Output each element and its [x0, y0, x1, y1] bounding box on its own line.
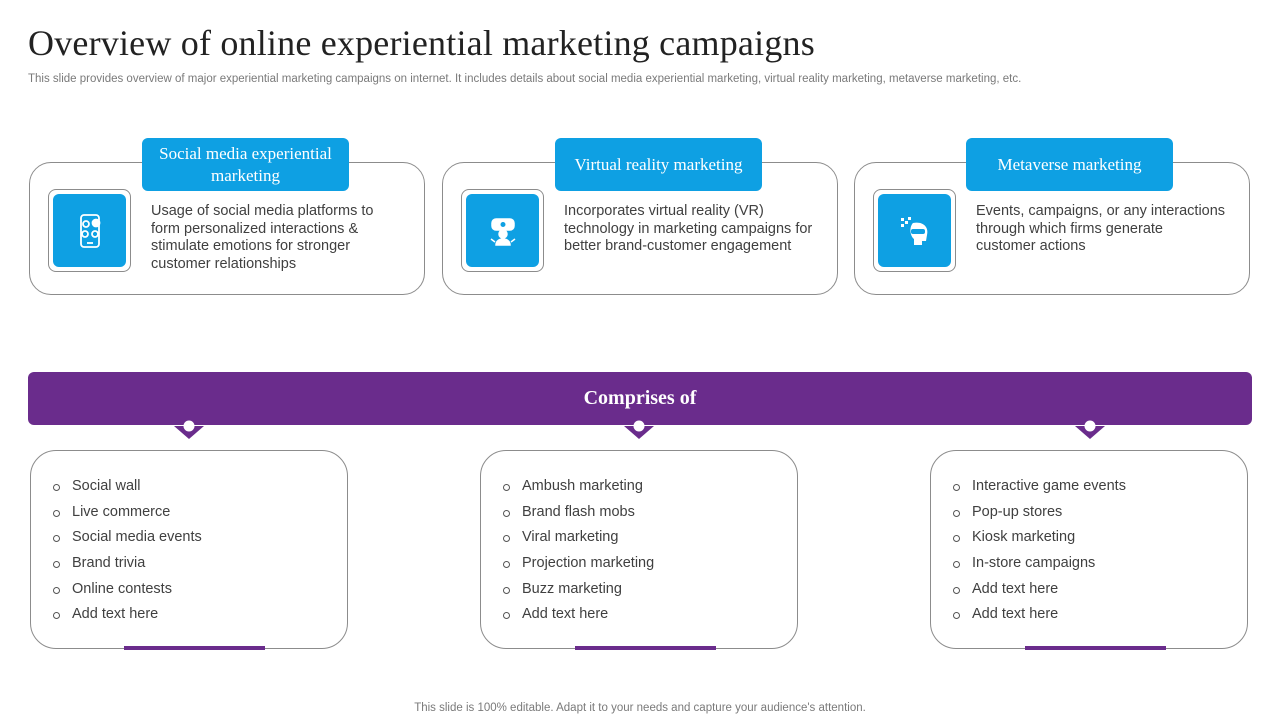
card-tag-social-media: Social media experiential marketing — [142, 138, 349, 191]
icon-frame — [461, 189, 544, 272]
list-item-label: Interactive game events — [972, 478, 1126, 494]
item-list: Social wall Live commerce Social media e… — [51, 476, 202, 630]
list-item-label: Brand flash mobs — [522, 503, 635, 520]
page-subtitle: This slide provides overview of major ex… — [28, 73, 1022, 85]
footer-note: This slide is 100% editable. Adapt it to… — [414, 702, 866, 714]
list-item-label: Projection marketing — [522, 555, 655, 572]
bullet-icon — [53, 561, 60, 569]
list-item: Social wall — [51, 476, 202, 502]
list-item-label: Kiosk marketing — [972, 529, 1076, 546]
card-tag-metaverse: Metaverse marketing — [966, 138, 1173, 191]
list-item-label: Pop-up stores — [972, 503, 1063, 520]
list-item: Add text here — [51, 604, 202, 630]
bullet-icon — [53, 509, 60, 517]
connector-pin — [624, 420, 654, 439]
bullet-icon — [53, 612, 60, 620]
list-box-social: Social wall Live commerce Social media e… — [30, 450, 348, 649]
list-item: Brand trivia — [51, 553, 202, 579]
list-box-virtual-reality: Ambush marketing Brand flash mobs Viral … — [480, 450, 798, 649]
list-box-metaverse: Interactive game events Pop-up stores Ki… — [930, 450, 1248, 649]
list-item: Kiosk marketing — [951, 527, 1126, 553]
social-media-phone-icon — [53, 194, 126, 267]
list-underline — [1025, 646, 1166, 650]
bullet-icon — [503, 509, 510, 517]
card-description: Events, campaigns, or any interactions t… — [976, 203, 1226, 254]
bullet-icon — [953, 561, 960, 569]
list-item: Add text here — [951, 604, 1126, 630]
list-item-label: Add text here — [72, 606, 159, 623]
list-item: Add text here — [951, 579, 1126, 605]
bullet-icon — [953, 484, 960, 491]
item-list: Ambush marketing Brand flash mobs Viral … — [501, 476, 654, 630]
card-tag-virtual-reality: Virtual reality marketing — [555, 138, 762, 191]
bullet-icon — [503, 535, 510, 543]
list-item-label: Buzz marketing — [522, 580, 622, 597]
list-item: Pop-up stores — [951, 502, 1126, 528]
list-item: Projection marketing — [501, 553, 654, 579]
metaverse-head-icon — [878, 194, 951, 267]
bullet-icon — [503, 561, 510, 569]
bullet-icon — [503, 586, 510, 594]
page-title: Overview of online experiential marketin… — [28, 23, 815, 63]
list-underline — [124, 646, 265, 650]
list-item: Interactive game events — [951, 476, 1126, 502]
list-item: In-store campaigns — [951, 553, 1126, 579]
list-item: Online contests — [51, 579, 202, 605]
list-item-label: Add text here — [972, 606, 1059, 623]
list-item-label: Social wall — [72, 478, 141, 494]
icon-frame — [873, 189, 956, 272]
card-description: Incorporates virtual reality (VR) techno… — [564, 203, 813, 254]
bullet-icon — [953, 509, 960, 517]
list-item: Ambush marketing — [501, 476, 654, 502]
list-item-label: Brand trivia — [72, 555, 146, 572]
bullet-icon — [953, 535, 960, 543]
card-description: Usage of social media platforms to form … — [151, 203, 374, 272]
list-item-label: Social media events — [72, 529, 202, 546]
list-underline — [575, 646, 716, 650]
list-item-label: Viral marketing — [522, 529, 619, 546]
list-item-label: In-store campaigns — [972, 555, 1096, 572]
bullet-icon — [953, 612, 960, 620]
bullet-icon — [503, 612, 510, 620]
list-item-label: Online contests — [72, 580, 172, 597]
list-item: Social media events — [51, 527, 202, 553]
comprises-banner: Comprises of — [28, 372, 1252, 425]
connector-pin — [1075, 420, 1105, 439]
list-item: Live commerce — [51, 502, 202, 528]
list-item: Add text here — [501, 604, 654, 630]
bullet-icon — [53, 586, 60, 594]
bullet-icon — [503, 484, 510, 491]
list-item: Brand flash mobs — [501, 502, 654, 528]
list-item-label: Ambush marketing — [522, 478, 643, 494]
list-item: Viral marketing — [501, 527, 654, 553]
bullet-icon — [53, 484, 60, 491]
bullet-icon — [53, 535, 60, 543]
list-item-label: Add text here — [972, 580, 1059, 597]
bullet-icon — [953, 586, 960, 594]
vr-headset-icon — [466, 194, 539, 267]
list-item-label: Live commerce — [72, 503, 171, 520]
item-list: Interactive game events Pop-up stores Ki… — [951, 476, 1126, 630]
card-metaverse: Events, campaigns, or any interactions t… — [854, 162, 1250, 295]
list-item: Buzz marketing — [501, 579, 654, 605]
icon-frame — [48, 189, 131, 272]
connector-pin — [174, 420, 204, 439]
list-item-label: Add text here — [522, 606, 609, 623]
